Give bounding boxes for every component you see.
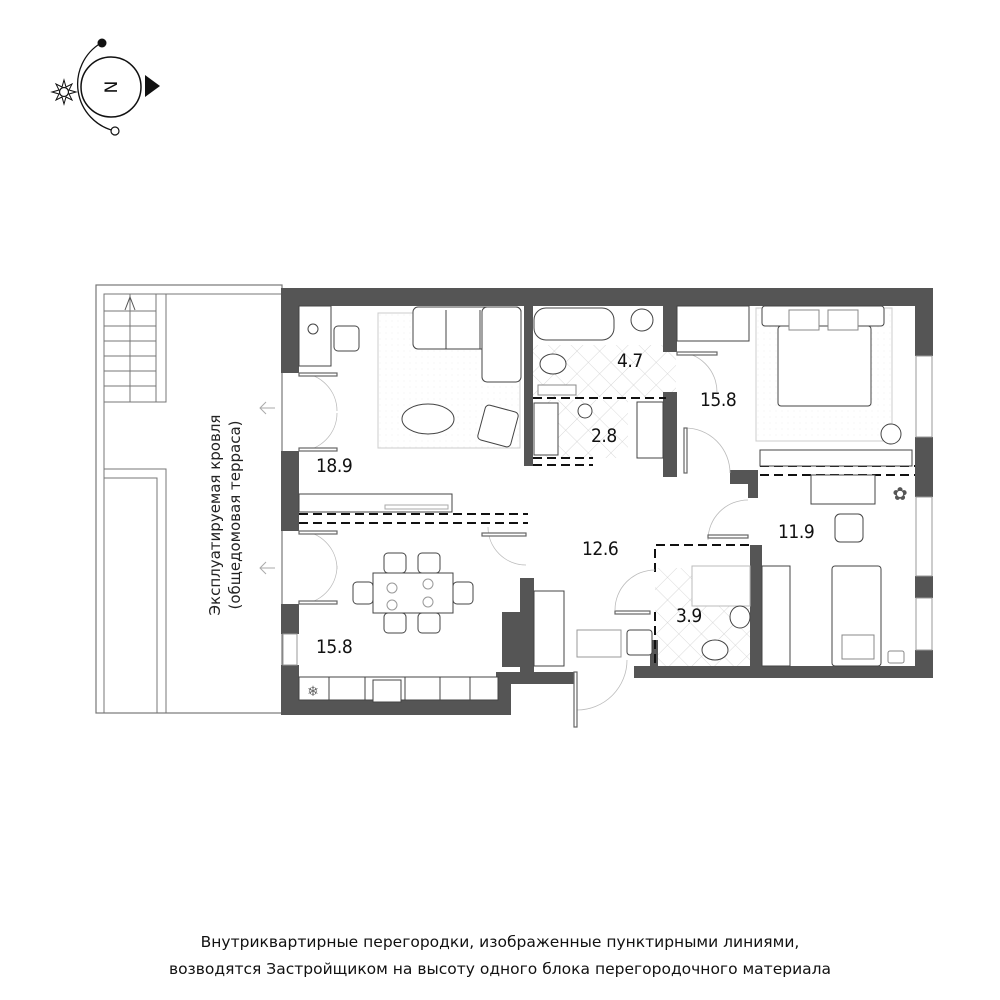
doormat-icon — [576, 629, 622, 658]
washbasin-icon — [577, 403, 593, 419]
armchair-icon — [477, 404, 519, 448]
dining-table-icon — [352, 552, 474, 634]
windows — [282, 355, 933, 666]
bathtub-icon — [533, 307, 615, 341]
washer-icon — [533, 402, 559, 456]
hall-wardrobe-icon — [533, 590, 565, 667]
room-area-kitchen: 15.8 — [316, 636, 353, 658]
exit-arrow-icon — [259, 401, 275, 415]
compass: N — [50, 38, 160, 136]
room-area-hall: 12.6 — [582, 538, 619, 560]
door-leaves — [298, 351, 749, 728]
shower-icon — [691, 565, 751, 607]
double-bed-icon — [761, 305, 885, 407]
room-area-shower-room: 3.9 — [676, 605, 702, 627]
ottoman-icon — [626, 629, 653, 656]
lamp-icon — [307, 323, 319, 335]
wardrobe-icon — [676, 305, 750, 342]
north-arrow-icon — [145, 75, 160, 97]
sun-path-arc — [77, 42, 116, 132]
kitchen-counter-icon: ❄ — [298, 676, 499, 703]
room-area-master-bedroom: 15.8 — [700, 389, 737, 411]
room-area-bathroom: 4.7 — [617, 350, 643, 372]
room-area-wc: 2.8 — [591, 425, 617, 447]
cabinet-icon — [636, 401, 664, 459]
sink-icon — [630, 308, 654, 332]
dresser-icon — [759, 449, 913, 467]
side-table-icon — [880, 423, 902, 445]
plant-icon: ✿ — [892, 484, 907, 505]
room-area-child-bedroom: 11.9 — [778, 521, 815, 543]
furniture: ❄ ✿ — [298, 305, 913, 703]
walls — [281, 288, 933, 715]
terrace-label: Эксплуатируемая кровля (общедомовая терр… — [205, 415, 245, 616]
terrace-label-line2: (общедомовая терраса) — [226, 420, 244, 610]
exit-arrow-icon — [259, 561, 275, 575]
toilet-icon — [539, 353, 567, 375]
freezer-icon: ❄ — [307, 684, 319, 700]
sun-icon — [50, 78, 78, 106]
chair-icon — [834, 513, 864, 543]
room-area-living: 18.9 — [316, 455, 353, 477]
washbasin-icon — [729, 605, 751, 629]
chair-icon — [333, 325, 360, 352]
footnote-line1: Внутриквартирные перегородки, изображенн… — [200, 933, 800, 951]
sofa-icon — [412, 306, 522, 383]
coffee-table-icon — [401, 403, 455, 435]
toilet-icon — [701, 639, 729, 661]
sunset-dot-icon — [110, 126, 120, 136]
cooktop-icon — [372, 679, 402, 703]
north-label: N — [102, 81, 122, 94]
desk-icon — [810, 474, 876, 505]
terrace-label-line1: Эксплуатируемая кровля — [206, 414, 224, 616]
wardrobe-icon — [761, 565, 791, 667]
desk-icon — [298, 305, 332, 367]
sunrise-dot-icon — [97, 38, 107, 48]
terrace-area — [95, 284, 283, 714]
stairs-icon — [103, 293, 167, 403]
footnote-line2: возводятся Застройщиком на высоту одного… — [168, 960, 832, 978]
compass-ring — [80, 56, 142, 118]
